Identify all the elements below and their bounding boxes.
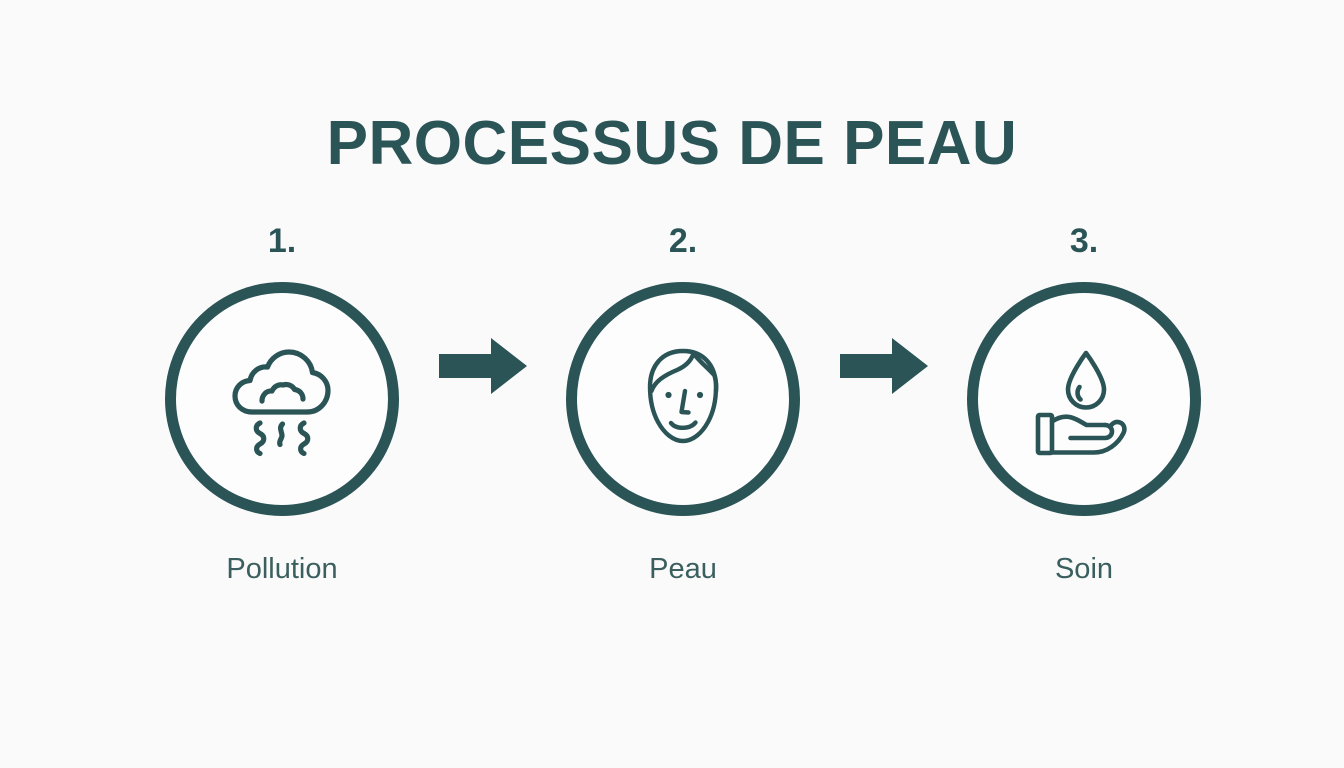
step-circle-1[interactable] xyxy=(165,282,399,516)
face-icon xyxy=(623,339,743,459)
hand-droplet-icon xyxy=(1024,339,1144,459)
process-steps-row: 1. Pollu xyxy=(160,222,1206,622)
arrow-right-icon xyxy=(438,336,527,396)
pollution-cloud-icon xyxy=(222,339,342,459)
process-step-1[interactable]: 1. Pollu xyxy=(160,222,404,586)
process-step-2[interactable]: 2. xyxy=(561,222,805,586)
step-label-2: Peau xyxy=(649,553,717,585)
step-circle-2[interactable] xyxy=(566,282,800,516)
step-label-1: Pollution xyxy=(226,553,338,585)
step-number-3: 3. xyxy=(1069,222,1099,260)
arrow-2-container xyxy=(836,222,932,510)
arrow-right-icon xyxy=(839,336,928,396)
step-label-3: Soin xyxy=(1054,553,1114,585)
page-title: PROCESSUS DE PEAU xyxy=(326,109,1018,178)
step-number-1: 1. xyxy=(267,222,297,260)
process-step-3[interactable]: 3. Soin xyxy=(962,222,1206,586)
step-circle-3[interactable] xyxy=(967,282,1201,516)
step-number-2: 2. xyxy=(668,222,698,260)
arrow-1-container xyxy=(435,222,531,510)
